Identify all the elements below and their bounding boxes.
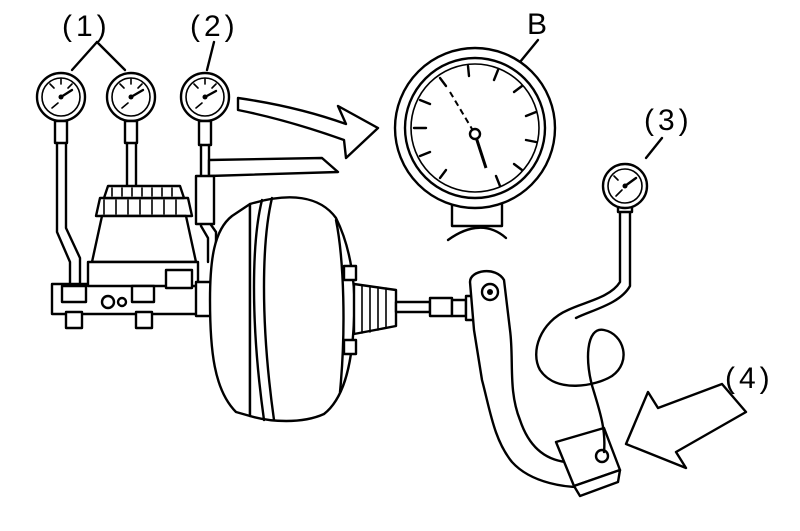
label-4: (4) [725,362,774,395]
label-1-leaders [70,40,127,72]
gauge-b-reference-needle [449,91,476,135]
label-1: (1) [62,10,111,43]
detail-b-gauge [393,46,557,242]
tee-fitting [194,156,340,226]
brake-pedal-lever [468,270,622,498]
label-2: (2) [190,10,239,43]
pressure-gauge-2 [179,71,231,123]
label-b-leader [518,38,540,64]
label-b: B [527,8,551,41]
pedal-force-gauge-3 [535,162,649,454]
label-3-leader [644,136,664,160]
label-3: (3) [644,104,693,137]
brake-booster [208,196,496,423]
pressure-gauge-1b [105,71,157,123]
arrow-4-to-pedal [624,382,748,470]
arrow-to-detail-b [236,96,380,160]
master-cylinder [50,184,214,330]
pressure-gauge-1a [35,71,87,123]
label-2-leader [205,40,216,72]
